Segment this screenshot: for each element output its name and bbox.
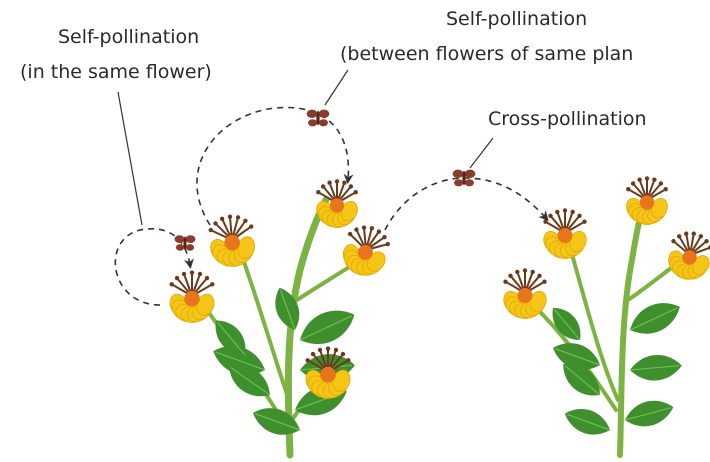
plant1-flower-lower-left [169,270,215,323]
plant2-leaf-6 [564,409,611,435]
insect-self-same-plant-icon [306,109,330,127]
label-self-same-plant-line2: (between flowers of same plan [340,43,634,65]
plant1-main-stem [284,196,330,459]
plant1-leaf-7 [215,320,246,356]
plant2-flower-right [668,231,710,280]
plant2-flower-top-left [543,208,587,259]
plant1-flower-right [342,225,390,276]
plant1-leaf-3 [299,310,355,345]
leader-cross-pollination [469,137,494,169]
leader-self-same-flower [117,91,143,226]
plant2-leaf-7 [552,307,581,341]
plant1-leaf-8 [253,408,301,435]
label-self-same-flower-line1: Self-pollination [58,26,200,48]
plant2-leaf-4 [629,355,682,381]
plant1-leaf-5 [275,287,300,331]
plant2-flower-lower-left [503,268,547,319]
plant1-flower-top [316,179,358,228]
plant2-flower-top [626,176,668,225]
plant2-branch-left [566,238,620,402]
label-cross-pollination: Cross-pollination [488,108,647,130]
label-self-same-plant-line1: Self-pollination [446,8,588,30]
plant1-leaf-1 [213,345,266,376]
plant1-branch-left [236,243,291,402]
insect-cross-pollination-icon [452,169,476,187]
insect-self-same-flower-icon [174,235,196,251]
plant2-leaf-1 [553,343,601,370]
plant2-leaf-2 [563,363,601,396]
plant1-flower-bottom [305,346,351,399]
plant1-leaf-2 [229,365,271,397]
arrow-cross-pollination [384,177,549,231]
plant1-flower-top-left [208,214,256,267]
arrow-self-same-plant [196,106,354,226]
plant2-leaf-5 [624,400,674,427]
plant2-leaf-3 [629,303,680,334]
leader-self-same-plant [324,69,349,106]
label-self-same-flower-line2: (in the same flower) [20,61,212,83]
